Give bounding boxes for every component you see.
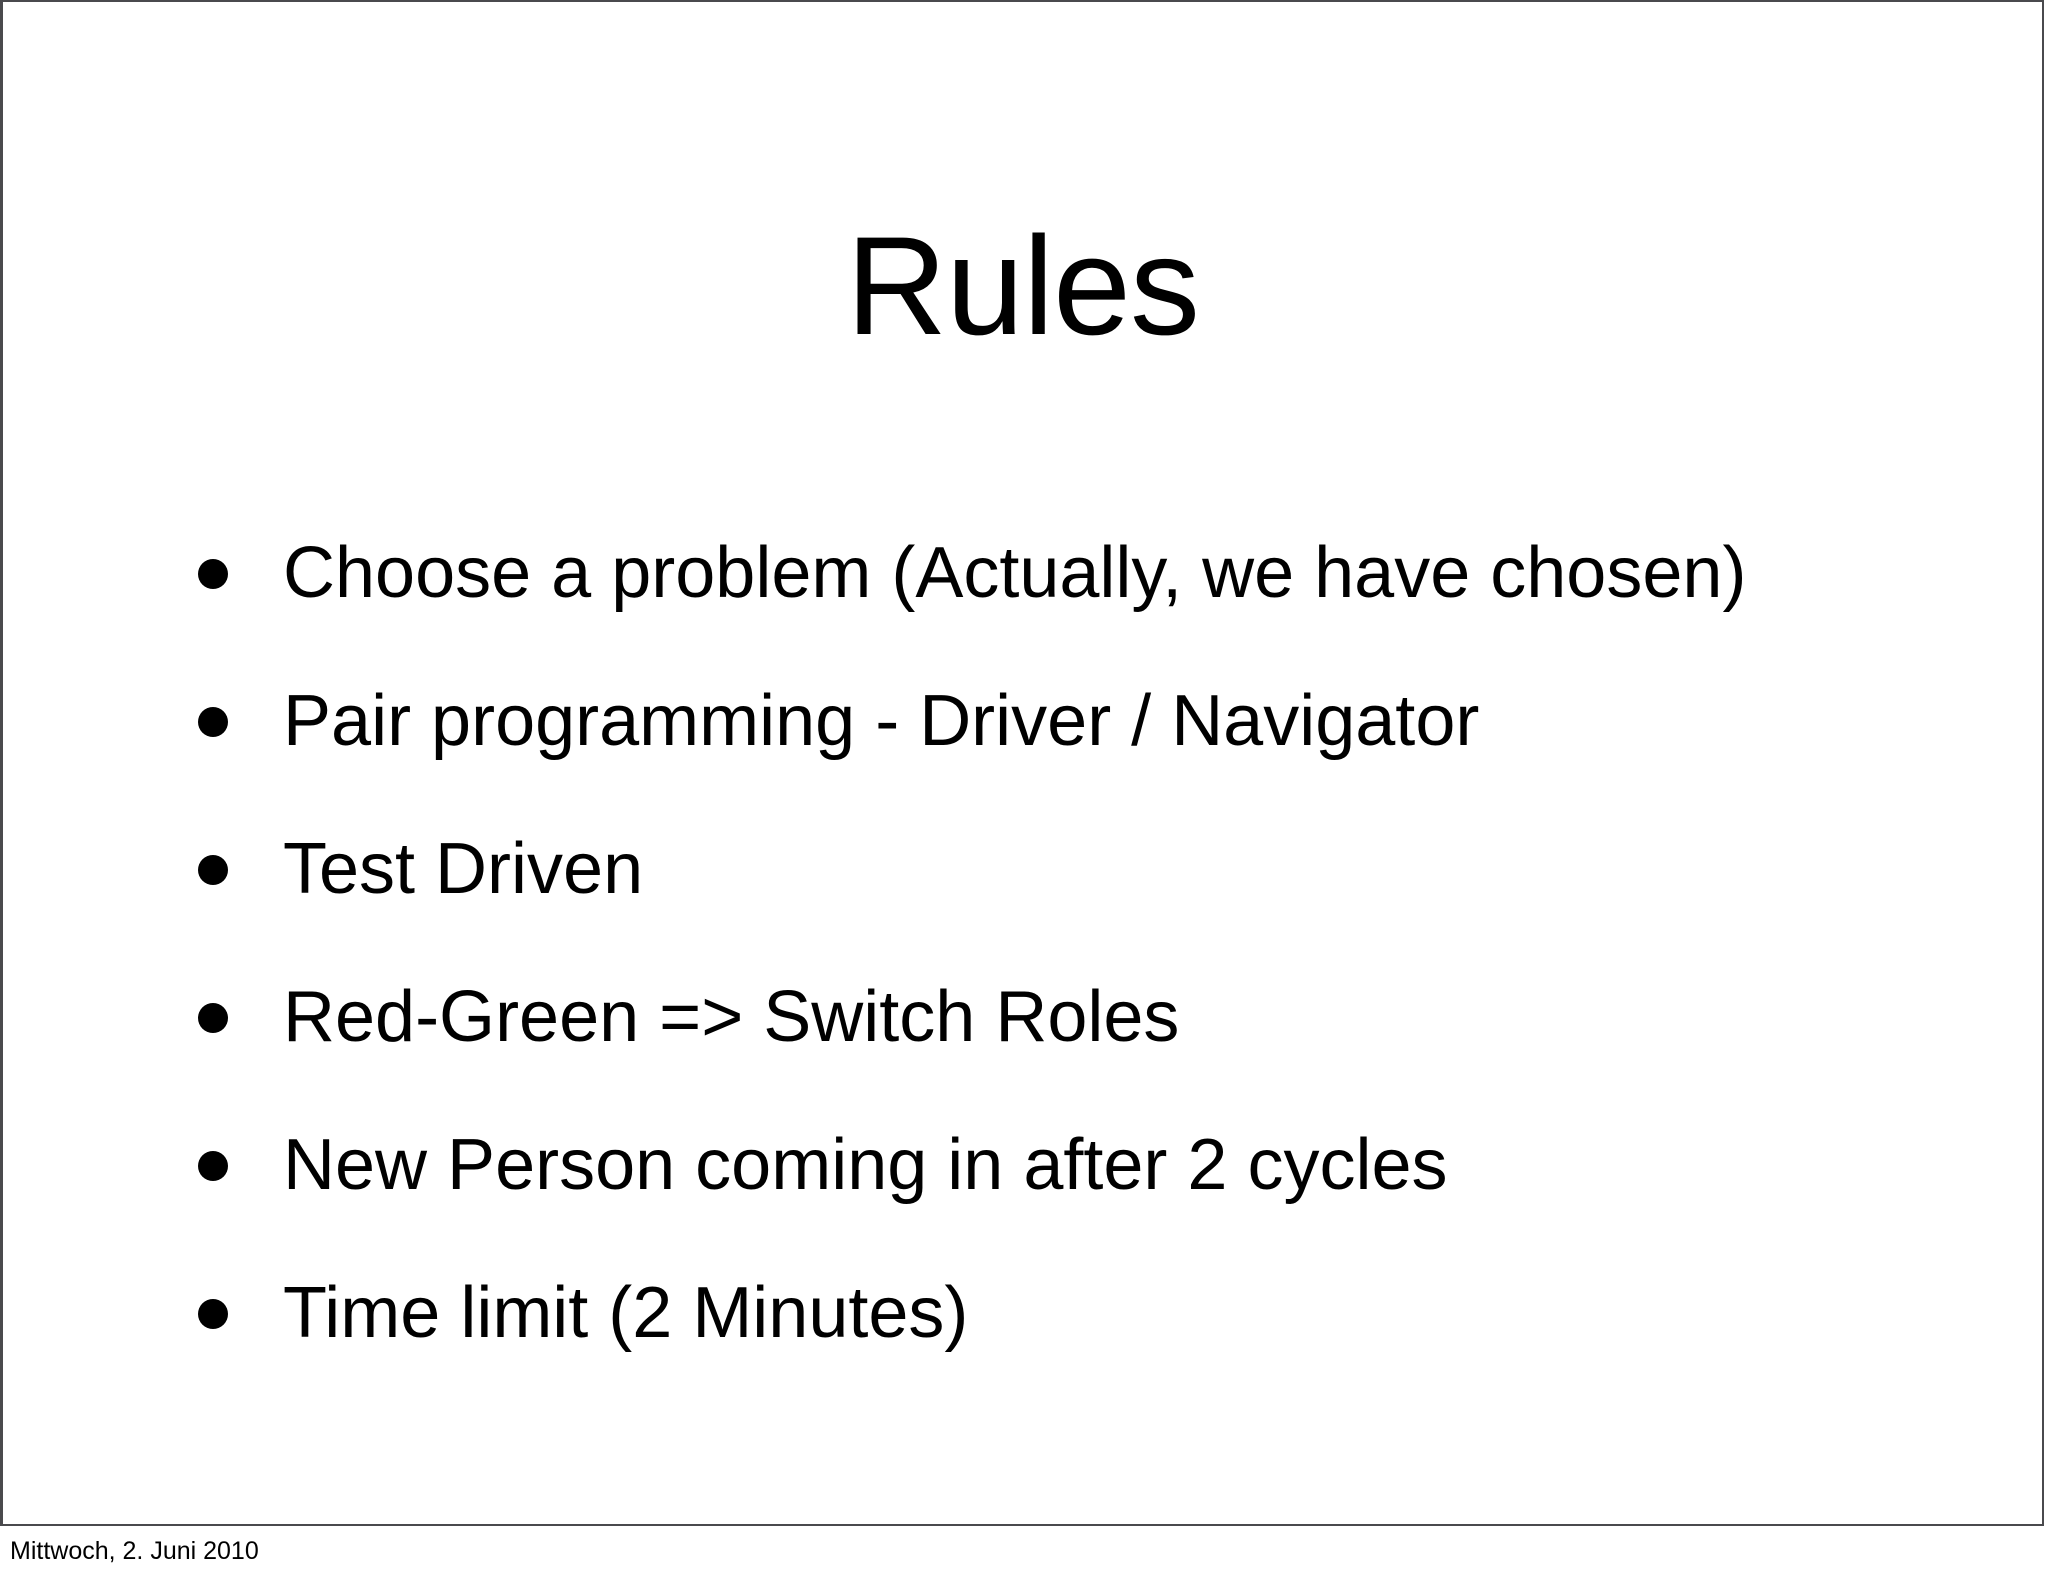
- presentation-slide: Rules Choose a problem (Actually, we hav…: [0, 0, 2044, 1526]
- bullet-dot-icon: [198, 1151, 228, 1181]
- list-item-label: Choose a problem (Actually, we have chos…: [283, 533, 1747, 613]
- list-item-label: Pair programming - Driver / Navigator: [283, 681, 1480, 761]
- list-item-label: Test Driven: [283, 829, 644, 909]
- list-item-label: Time limit (2 Minutes): [283, 1273, 969, 1353]
- list-item: New Person coming in after 2 cycles: [193, 1114, 1922, 1262]
- bullet-dot-icon: [198, 855, 228, 885]
- list-item-label: Red-Green => Switch Roles: [283, 977, 1180, 1057]
- list-item-label: New Person coming in after 2 cycles: [283, 1125, 1448, 1205]
- list-item: Red-Green => Switch Roles: [193, 966, 1922, 1114]
- bullet-dot-icon: [198, 1299, 228, 1329]
- bullet-dot-icon: [198, 1003, 228, 1033]
- rules-bullet-list: Choose a problem (Actually, we have chos…: [193, 522, 1922, 1410]
- bullet-dot-icon: [198, 559, 228, 589]
- page-title: Rules: [846, 206, 1200, 364]
- list-item: Time limit (2 Minutes): [193, 1262, 1922, 1410]
- list-item: Test Driven: [193, 818, 1922, 966]
- list-item: Pair programming - Driver / Navigator: [193, 670, 1922, 818]
- list-item: Choose a problem (Actually, we have chos…: [193, 522, 1922, 670]
- footer-date: Mittwoch, 2. Juni 2010: [10, 1537, 259, 1565]
- bullet-dot-icon: [198, 707, 228, 737]
